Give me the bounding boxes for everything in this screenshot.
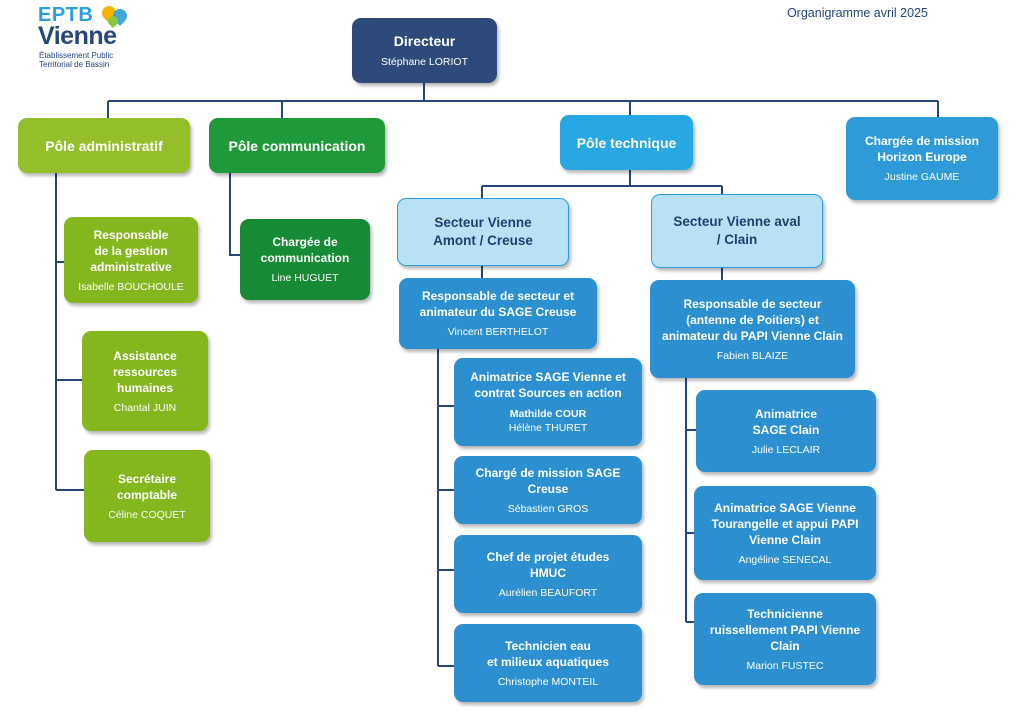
logo-vienne-text: Vienne: [38, 22, 117, 50]
node-name-primary: Mathilde COUR: [509, 408, 587, 420]
org-node-secteur-amont: Secteur Vienne Amont / Creuse: [397, 198, 569, 266]
node-name: Sébastien GROS: [507, 502, 589, 515]
node-title: Pôle administratif: [45, 137, 163, 154]
org-node-secteur-aval: Secteur Vienne aval / Clain: [651, 194, 823, 268]
node-title: Pôle technique: [576, 134, 677, 151]
org-node-secretaire-comptable: Secrétaire comptable Céline COQUET: [84, 450, 210, 542]
node-title: Pôle communication: [228, 137, 366, 154]
org-node-animatrice-sage-vienne: Animatrice SAGE Vienne et contrat Source…: [454, 358, 642, 446]
node-name: Vincent BERTHELOT: [447, 326, 549, 338]
node-title: Secteur Vienne Amont / Creuse: [433, 215, 533, 248]
org-node-horizon-europe: Chargée de mission Horizon Europe Justin…: [846, 117, 998, 200]
node-name: Angéline SENECAL: [738, 553, 832, 566]
org-node-responsable-amont: Responsable de secteur et animateur du S…: [399, 278, 597, 349]
logo-subtitle: Établissement Public Territorial de Bass…: [39, 51, 114, 69]
org-node-technicienne-ruissellement: Technicienne ruissellement PAPI Vienne C…: [694, 593, 876, 685]
org-node-assistance-rh: Assistance ressources humaines Chantal J…: [82, 331, 208, 431]
org-node-directeur: Directeur Stéphane LORIOT: [352, 18, 497, 83]
logo-eptb-text: EPTB: [38, 4, 94, 26]
org-node-pole-technique: Pôle technique: [560, 115, 693, 170]
org-node-chargee-communication: Chargée de communication Line HUGUET: [240, 219, 370, 300]
node-title: Secteur Vienne aval / Clain: [673, 214, 801, 247]
node-title: Chef de projet études HMUC: [486, 549, 610, 580]
node-title: Chargée de mission Horizon Europe: [864, 134, 980, 164]
node-title: Directeur: [393, 33, 456, 49]
org-node-responsable-aval: Responsable de secteur (antenne de Poiti…: [650, 280, 855, 378]
node-title: Chargée de communication: [260, 235, 350, 265]
org-node-animatrice-sage-clain: Animatrice SAGE Clain Julie LECLAIR: [696, 390, 876, 472]
org-node-technicien-eau: Technicien eau et milieux aquatiques Chr…: [454, 624, 642, 702]
org-node-chef-projet-hmuc: Chef de projet études HMUC Aurélien BEAU…: [454, 535, 642, 613]
node-title: Chargé de mission SAGE Creuse: [475, 465, 621, 496]
org-node-pole-administratif: Pôle administratif: [18, 118, 190, 173]
eptb-vienne-logo: EPTB Vienne Établissement Public Territo…: [38, 3, 138, 72]
node-name: Marion FUSTEC: [746, 659, 824, 672]
org-node-pole-communication: Pôle communication: [209, 118, 385, 173]
node-name: Isabelle BOUCHOULE: [78, 280, 184, 293]
org-node-responsable-gestion: Responsable de la gestion administrative…: [64, 217, 198, 303]
node-name: Céline COQUET: [108, 508, 186, 521]
node-name: Justine GAUME: [884, 171, 960, 183]
org-node-animatrice-vienne-tourangelle: Animatrice SAGE Vienne Tourangelle et ap…: [694, 486, 876, 580]
node-title: Responsable de la gestion administrative: [90, 227, 172, 274]
org-node-charge-mission-creuse: Chargé de mission SAGE Creuse Sébastien …: [454, 456, 642, 524]
node-title: Technicien eau et milieux aquatiques: [486, 638, 610, 669]
node-title: Animatrice SAGE Vienne et contrat Source…: [470, 370, 626, 400]
node-name: Fabien BLAIZE: [716, 349, 789, 362]
node-title: Responsable de secteur (antenne de Poiti…: [662, 296, 843, 343]
node-name: Stéphane LORIOT: [381, 56, 468, 68]
node-title: Animatrice SAGE Vienne Tourangelle et ap…: [711, 500, 859, 547]
node-title: Responsable de secteur et animateur du S…: [419, 289, 577, 319]
node-name: Aurélien BEAUFORT: [498, 586, 598, 599]
node-title: Animatrice SAGE Clain: [752, 406, 820, 437]
node-title: Assistance ressources humaines: [112, 348, 178, 395]
node-name: Julie LECLAIR: [751, 443, 821, 456]
node-title: Technicienne ruissellement PAPI Vienne C…: [709, 606, 861, 653]
node-name-secondary: Hélène THURET: [508, 422, 588, 434]
node-name: Chantal JUIN: [113, 401, 177, 414]
node-name: Line HUGUET: [271, 272, 339, 284]
node-name: Christophe MONTEIL: [497, 675, 599, 688]
node-title: Secrétaire comptable: [116, 471, 177, 502]
page-title: Organigramme avril 2025: [786, 6, 928, 20]
